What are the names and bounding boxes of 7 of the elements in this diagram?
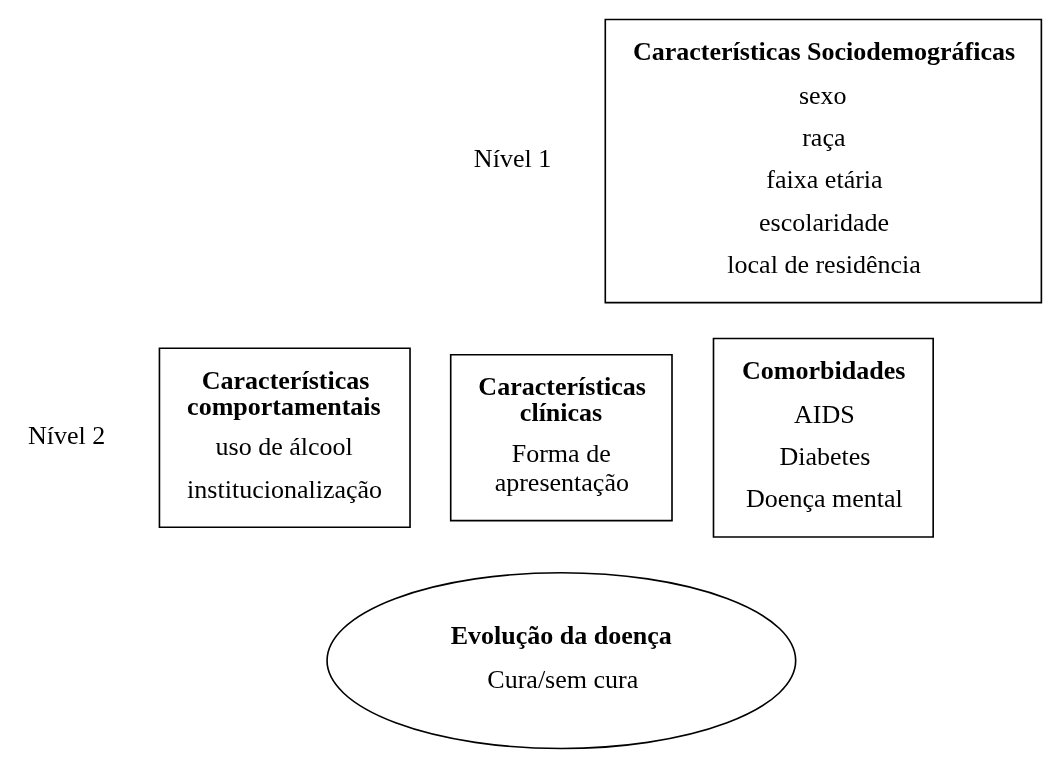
node-ellipse: Evolução da doença Cura/sem cura: [326, 571, 797, 749]
label: Nível 1: [473, 143, 552, 173]
node-box: Características clínicas Forma de apresentação: [449, 353, 673, 521]
node-box: Comorbidades AIDS Diabetes Doença mental: [712, 337, 934, 538]
label: Nível 2: [28, 420, 106, 450]
node-box: Características comportamentais uso de álcool institucionalização: [158, 346, 411, 528]
node-box: Características Sociodemográficas sexo raça faixa etária escolaridade local de residência: [604, 18, 1043, 303]
